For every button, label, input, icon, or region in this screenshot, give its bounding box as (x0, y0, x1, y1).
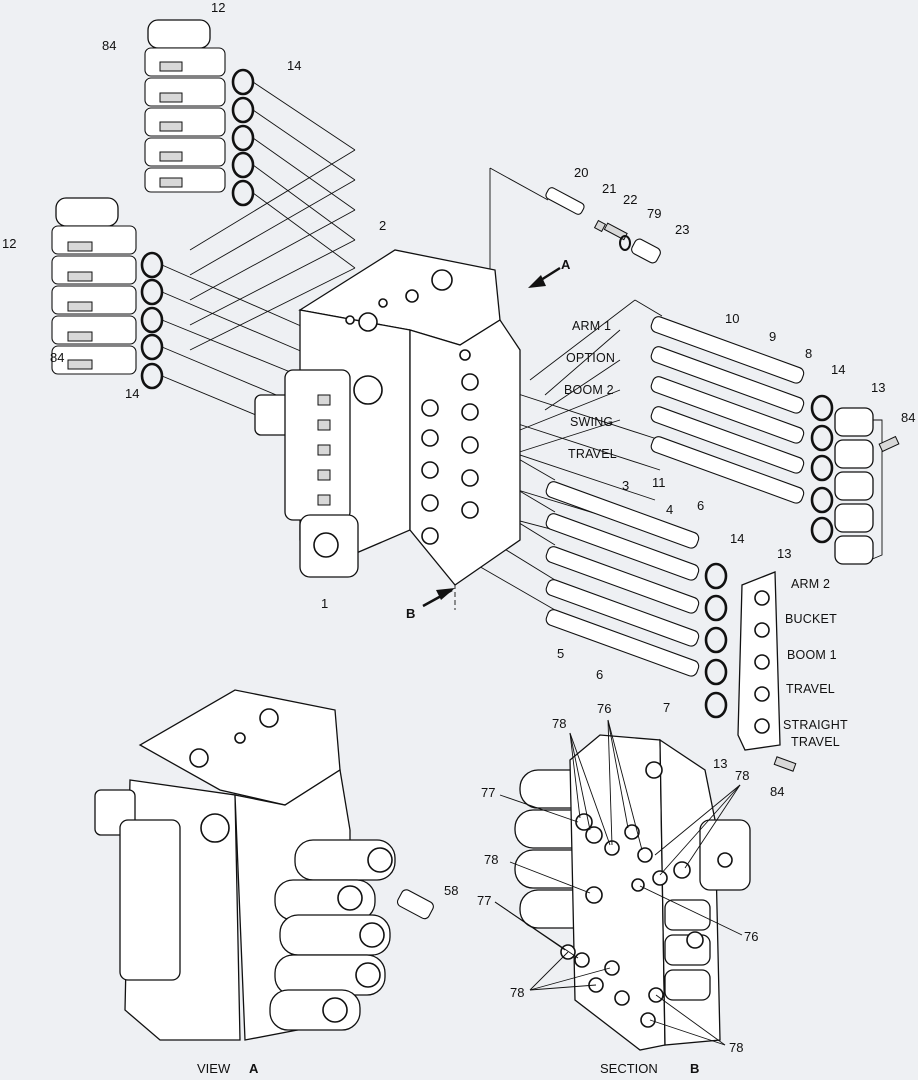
caption-section: SECTION (600, 1061, 658, 1076)
label-78-a: 78 (552, 716, 566, 731)
function-labels: ARM 1 OPTION BOOM 2 SWING TRAVEL ARM 2 B… (564, 319, 848, 749)
bolts-84 (773, 435, 900, 772)
label-12-left: 12 (2, 236, 16, 251)
label-11: 11 (652, 475, 666, 490)
function-swing: SWING (570, 415, 613, 429)
spools-upper-right (650, 316, 874, 565)
view-arrow-a (528, 266, 561, 288)
main-valve-body (254, 249, 521, 586)
label-78-c: 78 (510, 985, 524, 1000)
label-76-a: 76 (597, 701, 611, 716)
label-6-right: 6 (697, 498, 704, 513)
label-84-bottom: 84 (770, 784, 784, 799)
function-arm-2: ARM 2 (791, 577, 830, 591)
label-76-b: 76 (744, 929, 758, 944)
label-14-lower: 14 (730, 531, 744, 546)
label-13-bottom: 13 (713, 756, 727, 771)
pilot-cap-stack-top (144, 19, 255, 207)
label-77-a: 77 (481, 785, 495, 800)
label-23: 23 (675, 222, 689, 237)
spools-lower-middle (545, 481, 781, 751)
label-6-lower: 6 (596, 667, 603, 682)
label-14-top: 14 (287, 58, 301, 73)
function-option: OPTION (566, 351, 615, 365)
label-8: 8 (805, 346, 812, 361)
label-4: 4 (666, 502, 673, 517)
label-14-left: 14 (125, 386, 139, 401)
label-58: 58 (444, 883, 458, 898)
view-a-drawing (94, 689, 434, 1041)
label-84-top: 84 (102, 38, 116, 53)
label-7: 7 (663, 700, 670, 715)
arrow-a-label: A (561, 257, 571, 272)
part-number-labels: 12 84 14 12 84 14 2 1 20 21 22 79 23 A B… (2, 0, 915, 1055)
caption-section-letter: B (690, 1061, 699, 1076)
function-straight-travel: TRAVEL (791, 735, 840, 749)
pilot-cap-stack-left (51, 197, 164, 390)
label-78-d: 78 (735, 768, 749, 783)
label-22: 22 (623, 192, 637, 207)
captions: VIEW A SECTION B (197, 1061, 699, 1076)
label-13-right: 13 (871, 380, 885, 395)
label-1: 1 (321, 596, 328, 611)
function-travel-bottom: TRAVEL (786, 682, 835, 696)
caption-view: VIEW (197, 1061, 231, 1076)
label-78-b: 78 (484, 852, 498, 867)
function-travel-top: TRAVEL (568, 447, 617, 461)
section-arrow-b (422, 588, 455, 608)
label-9: 9 (769, 329, 776, 344)
label-84-left: 84 (50, 350, 64, 365)
function-boom-2: BOOM 2 (564, 383, 614, 397)
label-10: 10 (725, 311, 739, 326)
label-79: 79 (647, 206, 661, 221)
function-straight: STRAIGHT (783, 718, 848, 732)
label-2: 2 (379, 218, 386, 233)
label-14-right: 14 (831, 362, 845, 377)
label-84-right: 84 (901, 410, 915, 425)
label-5: 5 (557, 646, 564, 661)
function-boom-1: BOOM 1 (787, 648, 837, 662)
arrow-b-label: B (406, 606, 415, 621)
section-b-drawing (494, 719, 751, 1051)
label-77-b: 77 (477, 893, 491, 908)
relief-plug-parts (545, 187, 661, 264)
label-21: 21 (602, 181, 616, 196)
label-78-e: 78 (729, 1040, 743, 1055)
label-12-top: 12 (211, 0, 225, 15)
label-3: 3 (622, 478, 629, 493)
function-bucket: BUCKET (785, 612, 837, 626)
caption-view-letter: A (249, 1061, 259, 1076)
label-20: 20 (574, 165, 588, 180)
label-13-lower: 13 (777, 546, 791, 561)
function-arm-1: ARM 1 (572, 319, 611, 333)
